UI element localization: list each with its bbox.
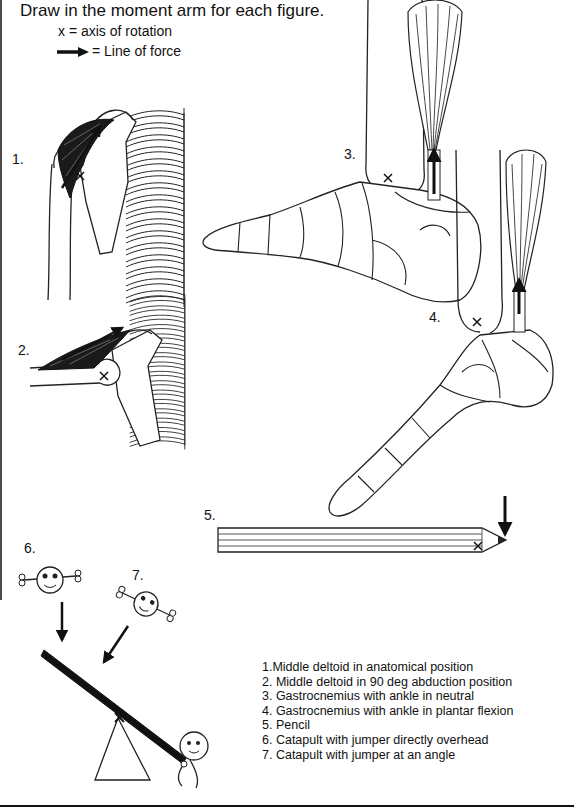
axis-mark [115,713,124,722]
muscle-fibres [416,4,458,150]
muscle-fibres [50,338,118,366]
operator-head [180,732,208,760]
figure-caption: 3. Gastrocnemius with ankle in neutral [262,689,474,704]
worksheet-title: Draw in the moment arm for each figure. [20,1,324,21]
line-of-force [62,126,100,188]
jumper-eye [140,595,146,601]
line-of-force [62,328,122,360]
foot-outline [329,330,553,516]
foot-bones [358,340,548,492]
jumper-hand [19,580,25,586]
line-of-force [104,626,128,662]
gastrocnemius-muscle [506,150,546,290]
line-of-force [61,602,64,640]
page-edge [0,0,2,600]
pencil-facets [218,528,482,552]
page-edge [0,805,574,807]
figure-number: 2. [18,342,30,359]
figure-number: 3. [344,146,356,163]
pencil-figure [218,496,506,552]
legend-text: = Line of force [92,43,181,59]
muscle-fibres [512,154,542,290]
jumper-eye [149,599,155,605]
figure-caption: 4. Gastrocnemius with ankle in plantar f… [262,704,514,719]
muscle-fibres [62,124,100,176]
humeral-head [98,359,120,385]
catapult-figure [19,567,208,788]
jumper-head [37,567,63,593]
jumper-eye [43,574,48,579]
operator [179,732,208,788]
catapult-beam [41,650,186,764]
figure-number: 4. [429,309,441,326]
rib-cage [126,108,184,302]
figure-caption: 6. Catapult with jumper directly overhea… [262,733,489,748]
line-of-force [518,280,521,314]
jumper [19,567,81,593]
ankle-figure [203,0,481,302]
legend-entry: = Line of force [56,43,181,60]
figure-number: 5. [204,507,216,524]
arrow-shaft [57,51,80,55]
shoulder-figure [48,108,184,307]
deltoid-muscle [58,119,114,198]
figure-number: 7. [132,567,144,584]
scapula [112,330,162,446]
axis-mark [474,542,482,550]
pencil-lead [498,536,506,544]
jumper-eye [53,574,58,579]
rib-cage [126,113,184,307]
jumper-hand [19,574,25,580]
jumper-hand [75,570,81,576]
axis-mark [100,372,108,380]
jumper-mouth [44,585,56,588]
operator-hand [181,761,187,767]
jumper-head [130,588,162,620]
line-of-force [504,496,507,534]
jumper [113,580,179,628]
pencil [218,528,506,552]
achilles-tendon [428,150,440,200]
leg-bones [456,150,502,333]
figure-number: 1. [12,151,24,168]
operator-body [179,760,198,788]
jumper-hand [166,615,174,623]
operator-mouth [189,751,199,753]
jumper-hand [75,576,81,582]
ankle-figure [329,150,553,516]
arrowhead [78,47,89,57]
legend-text: x = axis of rotation [58,23,172,40]
figure-number: 6. [24,540,36,557]
figure-caption: 5. Pencil [262,718,310,733]
operator-eye [196,741,200,745]
axis-mark [76,172,84,180]
shoulder-figure [30,294,185,449]
figure-caption: 7. Catapult with jumper at an angle [262,748,455,763]
figure-caption: 2. Middle deltoid in 90 deg abduction po… [262,675,512,690]
jumper-hand [115,591,123,599]
figure-caption: 1.Middle deltoid in anatomical position [262,660,473,675]
jumper-mouth [139,606,149,612]
axis-mark [384,174,392,182]
gastrocnemius-muscle [408,0,462,150]
deltoid-muscle [38,330,130,370]
line-of-force [433,150,436,194]
axis-mark [473,318,481,326]
operator-eye [187,741,191,745]
legend-arrow [56,46,90,58]
